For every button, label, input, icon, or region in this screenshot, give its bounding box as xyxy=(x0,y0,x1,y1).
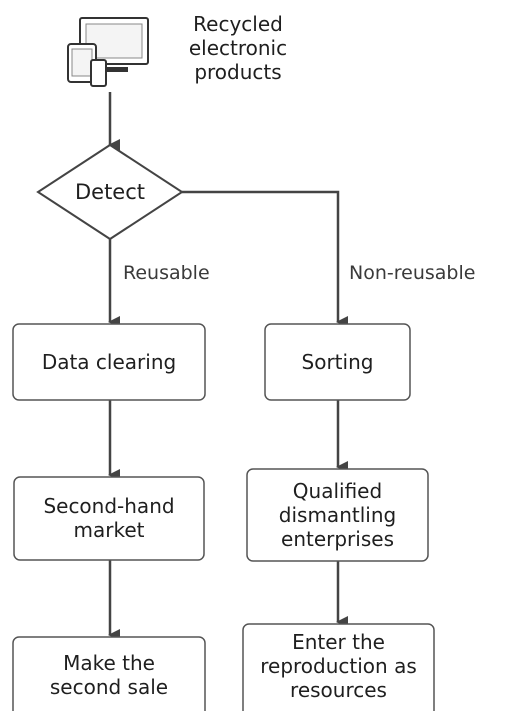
data-clearing-box xyxy=(12,323,206,401)
second-sale-box xyxy=(12,636,206,711)
sorting-box xyxy=(264,323,411,401)
reproduction-box xyxy=(242,623,435,711)
detect-label: Detect xyxy=(74,180,146,204)
sorting-label: Sorting xyxy=(301,350,374,374)
non-reusable-label: Non-reusable xyxy=(349,262,476,284)
second-hand-market-box xyxy=(13,476,205,561)
dismantling-box xyxy=(246,468,429,562)
computer-devices-icon xyxy=(67,17,149,87)
detect-diamond xyxy=(36,143,184,241)
edge-detect-to-sorting xyxy=(182,190,348,328)
second-hand-market-label: Second-hand market xyxy=(43,494,175,542)
data-clearing-label: Data clearing xyxy=(41,350,177,374)
source-label: Recycled electronic products xyxy=(188,12,288,84)
second-sale-label: Make the second sale xyxy=(49,651,169,699)
reusable-label: Reusable xyxy=(123,262,210,284)
reproduction-label: Enter the reproduction as resources xyxy=(260,630,417,702)
dismantling-label: Qualified dismantling enterprises xyxy=(278,479,397,551)
